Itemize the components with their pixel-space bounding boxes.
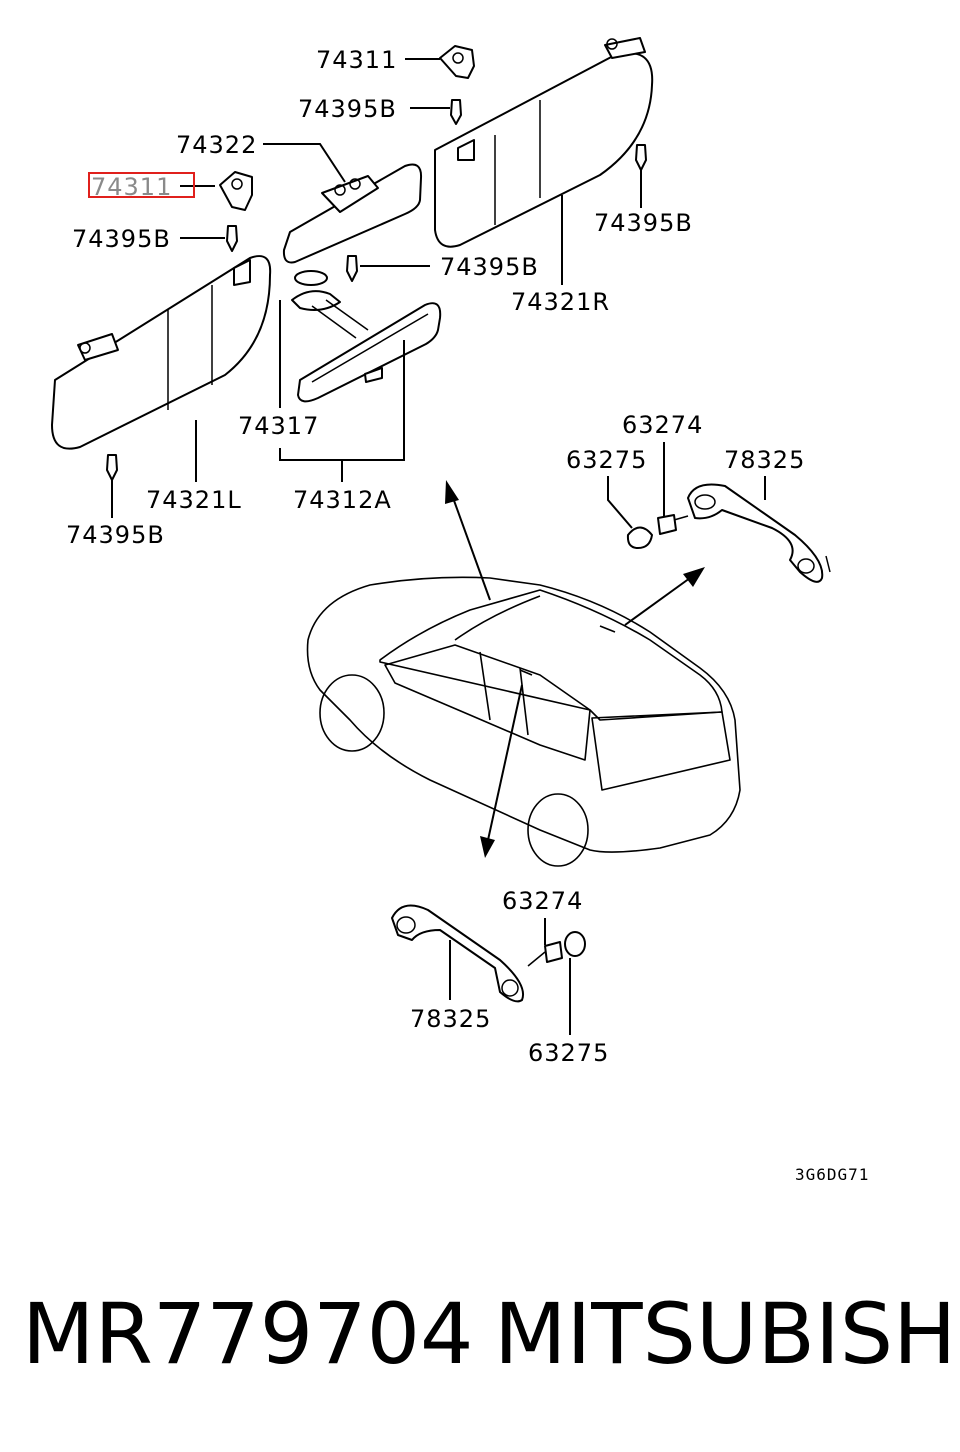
sun-visor-left <box>51 255 272 450</box>
label-63275-top: 63275 <box>566 446 647 474</box>
highlight-box <box>88 172 195 198</box>
label-74321l: 74321L <box>146 486 242 514</box>
label-78325-top: 78325 <box>724 446 805 474</box>
label-63274-top: 63274 <box>622 411 703 439</box>
sun-visor-right <box>434 37 654 248</box>
visor-clip-top <box>439 45 475 79</box>
label-74395b-top: 74395B <box>298 95 397 123</box>
label-74317: 74317 <box>238 412 319 440</box>
label-74395b-right: 74395B <box>594 209 693 237</box>
rear-view-mirror <box>291 270 442 403</box>
label-63275-bottom: 63275 <box>528 1039 609 1067</box>
visor-holder-center <box>282 163 423 264</box>
label-74312a: 74312A <box>293 486 392 514</box>
screws <box>106 99 647 481</box>
visor-clip-left <box>219 171 253 211</box>
assist-grip-lower <box>391 904 586 1003</box>
part-number: MR779704 <box>22 1285 474 1383</box>
label-78325-bottom: 78325 <box>410 1005 491 1033</box>
vehicle-outline <box>306 576 741 867</box>
label-74321r: 74321R <box>511 288 610 316</box>
leader-lines <box>111 58 766 1035</box>
label-74395b-left-bottom: 74395B <box>66 521 165 549</box>
callout-arrows <box>445 480 705 858</box>
label-74311-left: 74311 <box>91 173 172 201</box>
label-74322: 74322 <box>176 131 257 159</box>
label-74311-top: 74311 <box>316 46 397 74</box>
drawing-code: 3G6DG71 <box>795 1165 869 1184</box>
label-74395b-center: 74395B <box>440 253 539 281</box>
label-63274-bottom: 63274 <box>502 887 583 915</box>
label-74395b-left-top: 74395B <box>72 225 171 253</box>
brand-name: MITSUBISHI <box>494 1285 960 1383</box>
assist-grip-upper <box>626 483 831 583</box>
